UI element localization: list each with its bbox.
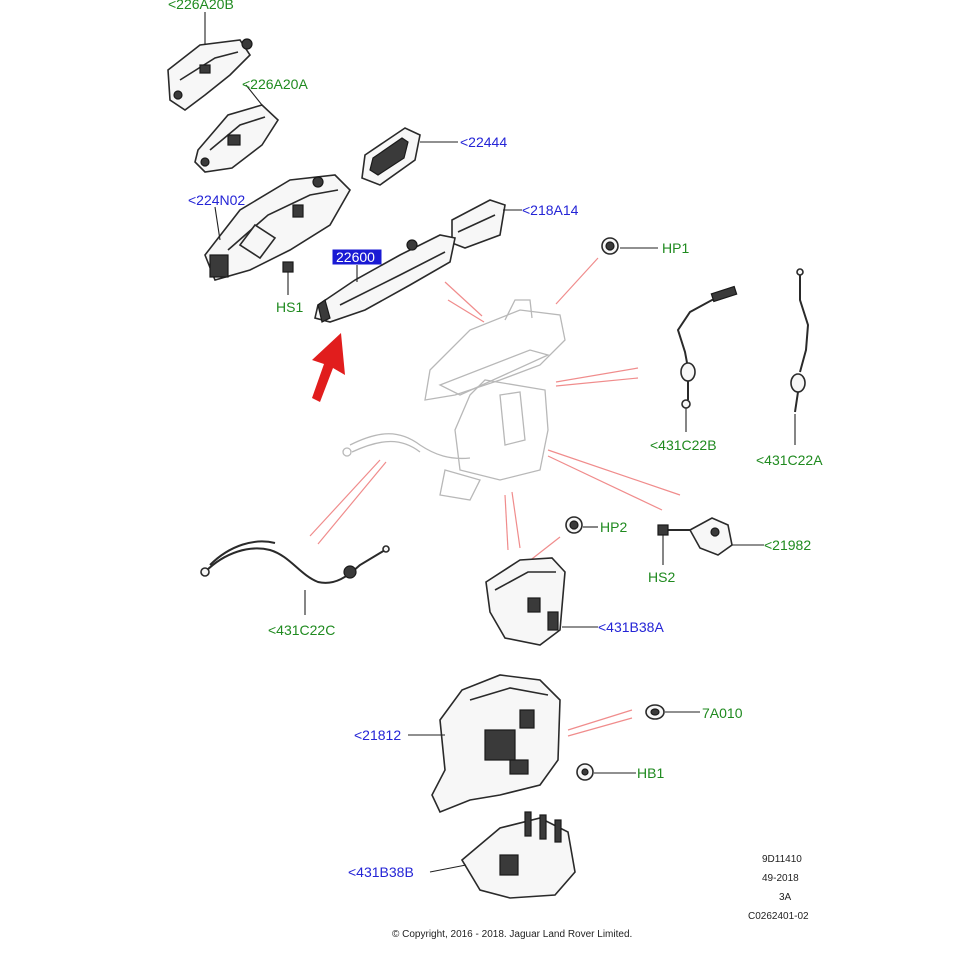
- highlight-arrow: [312, 333, 345, 402]
- label-218A14: <218A14: [522, 202, 579, 218]
- label-21982: <21982: [764, 537, 811, 553]
- part-HS2[interactable]: [657, 524, 690, 565]
- label-HB1: HB1: [637, 765, 664, 781]
- part-431C22A[interactable]: [790, 268, 810, 445]
- label-22444: <22444: [460, 134, 507, 150]
- part-HB1[interactable]: [576, 763, 636, 781]
- part-224N02[interactable]: [204, 174, 351, 281]
- label-431B38B: <431B38B: [348, 864, 414, 880]
- ghost-assembly: [342, 299, 566, 501]
- label-HP1: HP1: [662, 240, 689, 256]
- meta-line-2: 49-2018: [762, 873, 799, 884]
- label-22600-box: 22600: [332, 249, 382, 265]
- part-HP1[interactable]: [601, 237, 658, 255]
- pointer-lines: [309, 257, 681, 737]
- meta-line-3: 3A: [779, 892, 792, 903]
- label-431C22A: <431C22A: [756, 452, 823, 468]
- copyright: © Copyright, 2016 - 2018. Jaguar Land Ro…: [392, 929, 632, 940]
- label-431C22C: <431C22C: [268, 622, 335, 638]
- part-431C22B[interactable]: [676, 285, 738, 432]
- part-HS1[interactable]: [282, 261, 294, 295]
- part-21812[interactable]: [408, 674, 561, 814]
- part-218A14[interactable]: [451, 199, 522, 249]
- drawing-reference: 9D11410 49-2018 3A C0262401-02: [748, 854, 809, 922]
- meta-line-4: C0262401-02: [748, 911, 809, 922]
- label-226A20A: <226A20A: [242, 76, 308, 92]
- label-HP2: HP2: [600, 519, 627, 535]
- label-HS1: HS1: [276, 299, 303, 315]
- part-7A010[interactable]: [645, 704, 700, 720]
- part-431B38B[interactable]: [429, 811, 576, 899]
- part-226A20A[interactable]: [194, 84, 280, 173]
- part-HP2[interactable]: [565, 516, 598, 534]
- label-21812: <21812: [354, 727, 401, 743]
- label-226A20B: <226A20B: [168, 0, 234, 12]
- part-431B38A[interactable]: [485, 557, 598, 646]
- part-22444[interactable]: [361, 127, 458, 186]
- part-226A20B[interactable]: [167, 12, 253, 111]
- meta-line-1: 9D11410: [762, 854, 802, 865]
- part-21982[interactable]: [688, 517, 764, 556]
- label-224N02: <224N02: [188, 192, 245, 208]
- part-431C22C[interactable]: [200, 540, 390, 615]
- label-HS2: HS2: [648, 569, 675, 585]
- label-22600: 22600: [336, 249, 375, 265]
- label-431C22B: <431C22B: [650, 437, 717, 453]
- label-431B38A: <431B38A: [598, 619, 664, 635]
- label-7A010: 7A010: [702, 705, 743, 721]
- part-22600[interactable]: [314, 234, 456, 323]
